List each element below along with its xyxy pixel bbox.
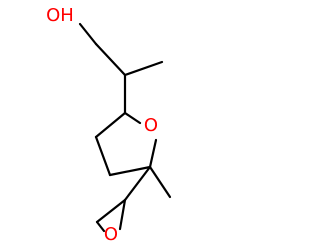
atom-label-layer: OH O O [46, 5, 158, 245]
bond-epoxide-ch-o [118, 198, 127, 231]
ring-oxygen-label: O [144, 115, 158, 136]
molecule-structure: OH O O [46, 5, 172, 245]
bond-ch2-ch [94, 42, 127, 77]
bond-ring-c2-c3 [94, 111, 127, 139]
bond-c5-methyl [148, 165, 172, 199]
bond-ring-c3-c4 [94, 135, 112, 177]
bond-epoxide-ch-ch2 [95, 198, 127, 224]
bond-layer [78, 22, 172, 233]
bond-ring-c2-o [123, 111, 142, 125]
bond-ch-methyl [123, 60, 164, 77]
hydroxyl-label: OH [46, 5, 74, 26]
bond-ring-c5-o [148, 138, 158, 169]
bond-ring-c4-c5 [108, 165, 152, 177]
epoxide-oxygen-label: O [104, 224, 118, 245]
bond-oh-ch2 [78, 22, 98, 46]
bond-c5-epoxide [123, 165, 152, 202]
bond-epoxide-ch2-o [95, 220, 106, 233]
